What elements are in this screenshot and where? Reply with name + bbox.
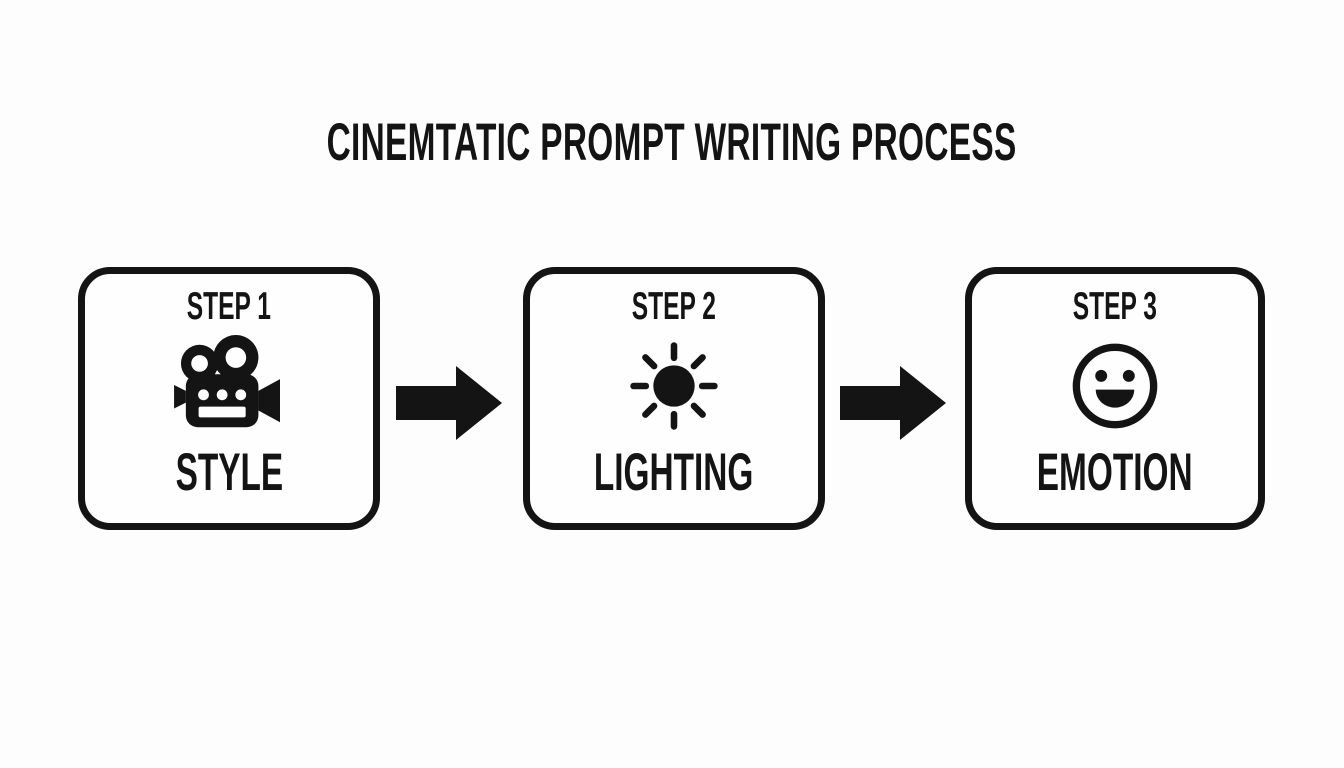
page-title-text: CINEMTATIC PROMPT WRITING PROCESS [327,113,1017,172]
right-arrow-icon [840,366,946,440]
step-2-label-text: LIGHTING [594,443,754,502]
step-3-label: EMOTION [991,446,1238,499]
page-title: CINEMTATIC PROMPT WRITING PROCESS [0,116,1344,169]
step-1-heading-text: STEP 1 [186,285,272,328]
step-3-heading-text: STEP 3 [1072,285,1158,328]
step-card-lighting: STEP 2 LIGHTING [523,267,825,530]
movie-camera-icon [170,326,288,446]
smiley-face-icon [1069,326,1161,446]
step-2-heading-text: STEP 2 [631,285,717,328]
step-3-label-text: EMOTION [1037,443,1193,502]
right-arrow-icon [396,366,502,440]
step-2-heading: STEP 2 [607,287,741,326]
step-1-label-text: STYLE [175,443,283,502]
step-card-emotion: STEP 3 EMOTION [965,267,1265,530]
step-2-label: LIGHTING [547,446,800,499]
step-1-label: STYLE [144,446,315,499]
step-1-heading: STEP 1 [162,287,296,326]
sun-icon [627,326,721,446]
step-card-style: STEP 1 STYLE [78,267,380,530]
step-3-heading: STEP 3 [1048,287,1182,326]
